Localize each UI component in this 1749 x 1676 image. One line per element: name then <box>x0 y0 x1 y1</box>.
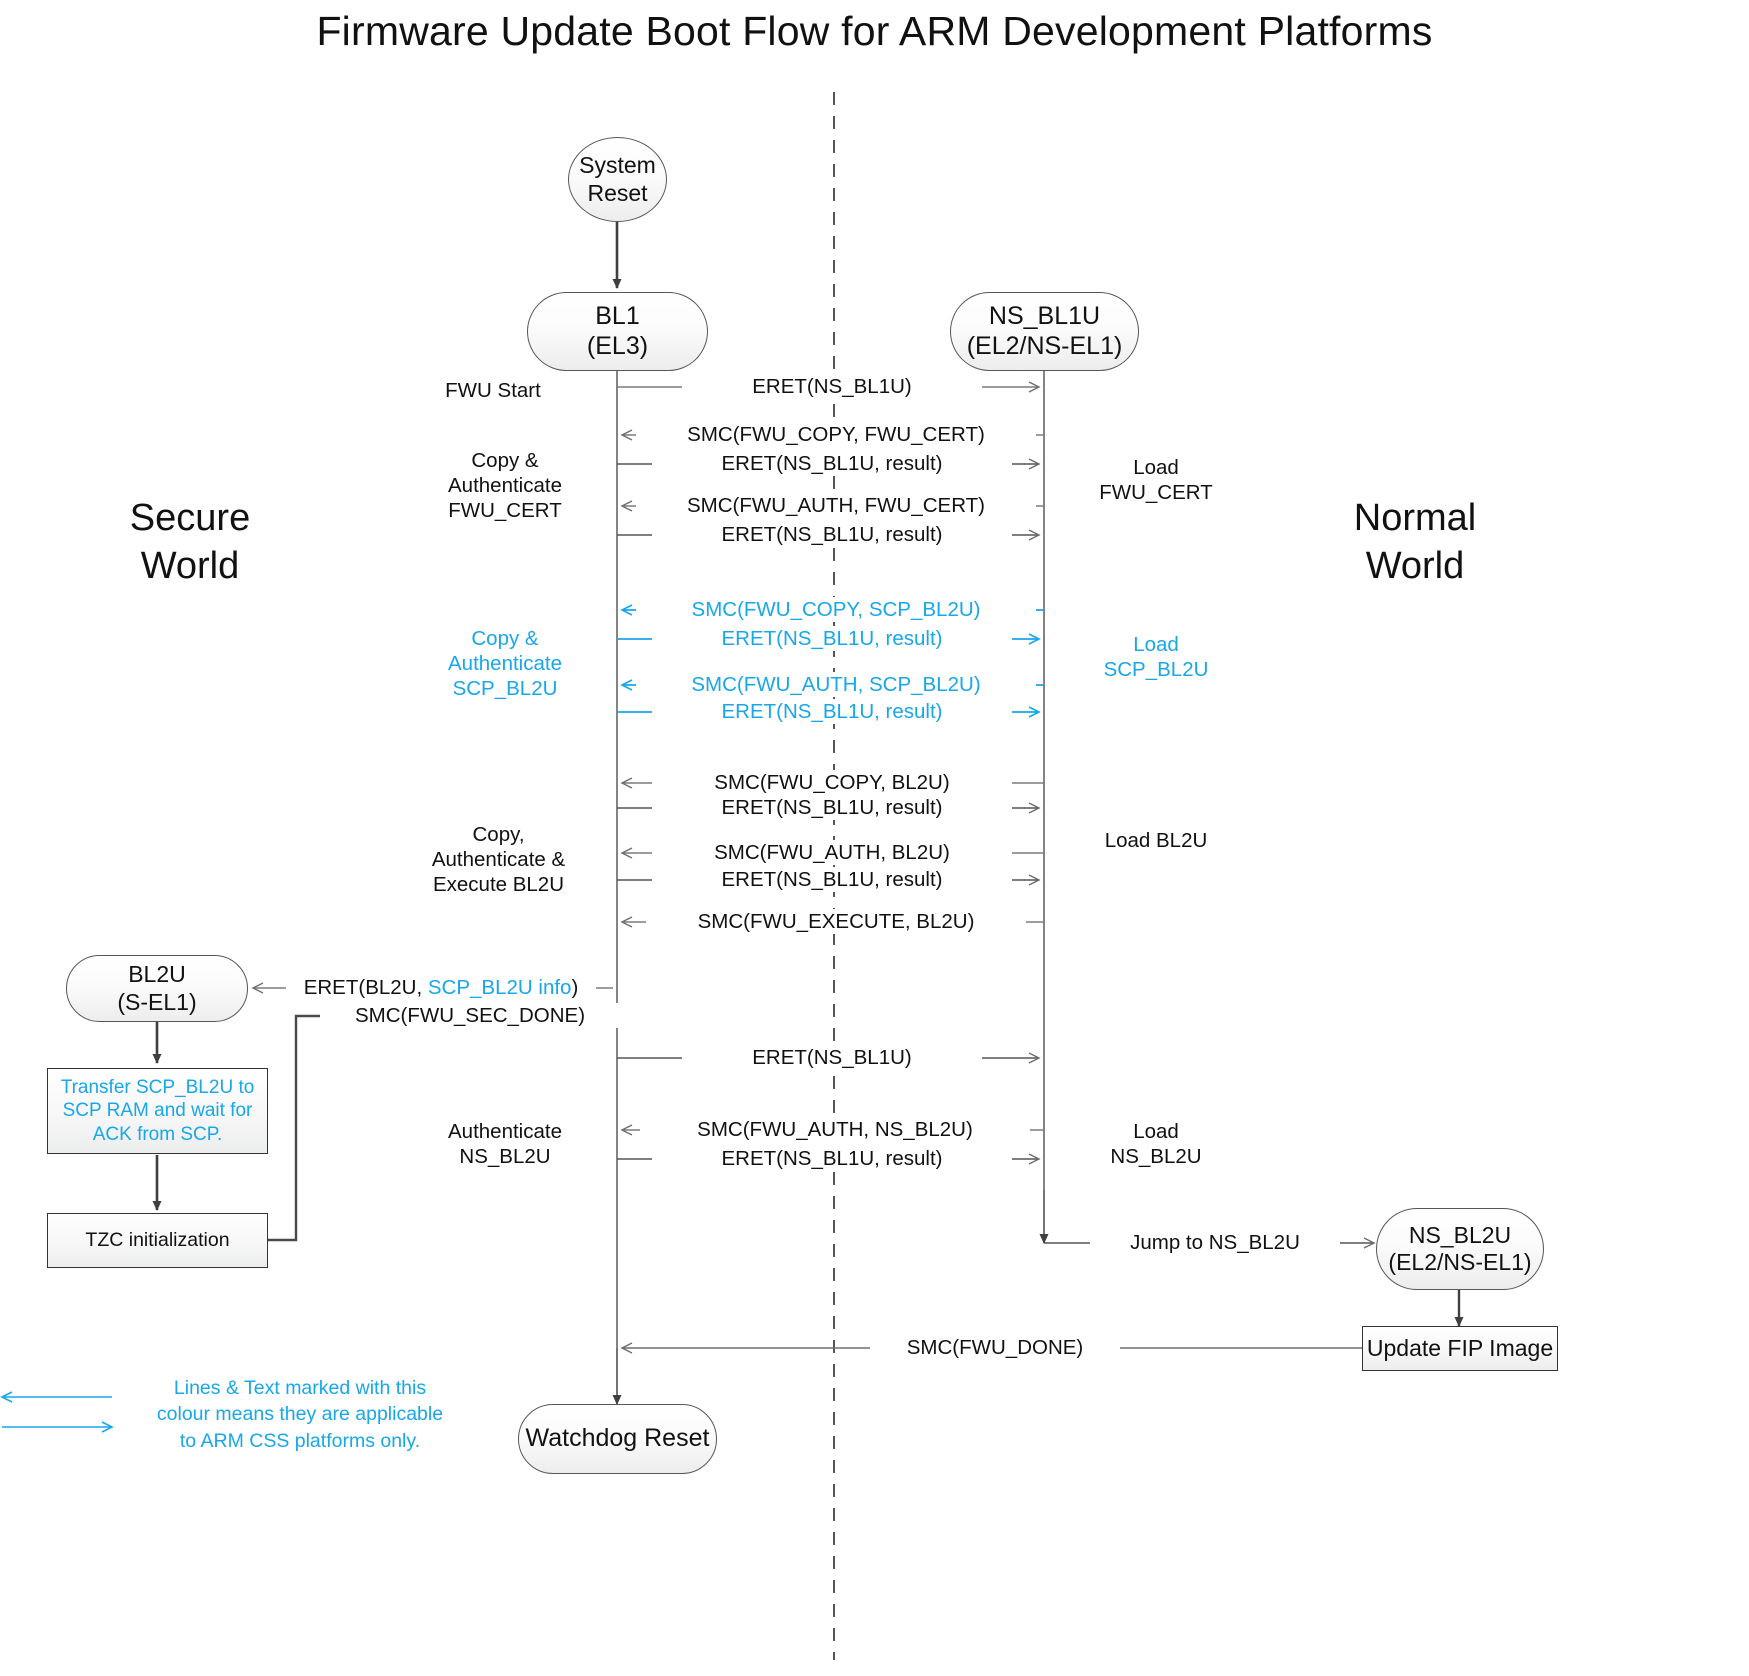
normal-world-label: Normal World <box>1353 497 1477 587</box>
node-bl1-line2: (EL3) <box>586 331 649 360</box>
node-watchdog-reset-line1: Watchdog Reset <box>525 1424 710 1453</box>
side-label-load-scp-bl2u: Load SCP_BL2U <box>1103 633 1209 681</box>
node-bl1[interactable]: BL1 (EL3) <box>527 292 708 371</box>
message-label-eret-result-4: ERET(NS_BL1U, result) <box>652 699 1012 724</box>
message-label-eret-result-3: ERET(NS_BL1U, result) <box>652 626 1012 651</box>
message-label-smc-fwu-auth-bl2u: SMC(FWU_AUTH, BL2U) <box>652 840 1012 865</box>
message-label-smc-fwu-auth-ns-bl2u: SMC(FWU_AUTH, NS_BL2U) <box>640 1117 1030 1142</box>
message-label-smc-fwu-done: SMC(FWU_DONE) <box>870 1335 1120 1360</box>
message-label-smc-fwu-copy-scp-bl2u: SMC(FWU_COPY, SCP_BL2U) <box>636 597 1036 622</box>
message-label-smc-fwu-copy-fwu-cert: SMC(FWU_COPY, FWU_CERT) <box>636 422 1036 447</box>
node-update-fip-image[interactable]: Update FIP Image <box>1362 1326 1558 1371</box>
side-label-copy-authenticate-execute-bl2u: Copy, Authenticate & Execute BL2U <box>431 823 566 896</box>
message-label-eret-ns-bl1u-2: ERET(NS_BL1U) <box>682 1045 982 1070</box>
message-label-smc-fwu-sec-done: SMC(FWU_SEC_DONE) <box>320 1003 620 1028</box>
message-label-eret-result-1: ERET(NS_BL1U, result) <box>652 451 1012 476</box>
message-label-eret-bl2u-part1: ERET(BL2U, <box>303 976 428 999</box>
message-label-eret-result-5: ERET(NS_BL1U, result) <box>652 795 1012 820</box>
message-label-eret-result-7: ERET(NS_BL1U, result) <box>652 1146 1012 1171</box>
node-watchdog-reset[interactable]: Watchdog Reset <box>518 1404 717 1474</box>
message-label-jump-to-ns-bl2u: Jump to NS_BL2U <box>1090 1230 1340 1255</box>
node-ns-bl2u[interactable]: NS_BL2U (EL2/NS-EL1) <box>1376 1208 1544 1290</box>
side-label-fwu-start: FWU Start <box>445 379 541 402</box>
side-label-authenticate-ns-bl2u: Authenticate NS_BL2U <box>448 1120 562 1168</box>
node-update-fip-image-text: Update FIP Image <box>1366 1334 1554 1361</box>
node-system-reset-line2: Reset <box>587 179 648 206</box>
message-label-eret-bl2u-part3: ) <box>571 976 579 999</box>
side-label-copy-authenticate-scp-bl2u: Copy & Authenticate SCP_BL2U <box>448 627 562 700</box>
message-label-smc-fwu-execute-bl2u: SMC(FWU_EXECUTE, BL2U) <box>646 909 1026 934</box>
node-bl1-line1: BL1 <box>595 302 640 330</box>
secure-world-label: Secure World <box>129 497 251 587</box>
node-ns-bl1u[interactable]: NS_BL1U (EL2/NS-EL1) <box>950 292 1139 371</box>
side-label-load-bl2u: Load BL2U <box>1104 829 1208 852</box>
node-ns-bl2u-line1: NS_BL2U <box>1408 1221 1512 1248</box>
node-ns-bl1u-line1: NS_BL1U <box>988 302 1101 330</box>
node-system-reset[interactable]: System Reset <box>568 137 667 222</box>
page-title: Firmware Update Boot Flow for ARM Develo… <box>316 8 1433 54</box>
message-label-scp-bl2u-info: SCP_BL2U info <box>427 976 572 999</box>
node-bl2u[interactable]: BL2U (S-EL1) <box>66 955 248 1022</box>
node-bl2u-line2: (S-EL1) <box>117 988 197 1015</box>
message-label-eret-result-6: ERET(NS_BL1U, result) <box>652 867 1012 892</box>
node-tzc-initialization[interactable]: TZC initialization <box>47 1213 268 1268</box>
message-label-eret-bl2u-scp-info: ERET(BL2U, SCP_BL2U info) <box>286 975 596 1000</box>
node-bl2u-line1: BL2U <box>128 961 186 988</box>
legend-text: Lines & Text marked with this colour mea… <box>156 1377 444 1452</box>
message-label-smc-fwu-copy-bl2u: SMC(FWU_COPY, BL2U) <box>652 770 1012 795</box>
side-label-load-fwu-cert: Load FWU_CERT <box>1099 456 1213 504</box>
node-ns-bl2u-line2: (EL2/NS-EL1) <box>1388 1249 1532 1275</box>
node-transfer-scp-bl2u-text: Transfer SCP_BL2U to SCP RAM and wait fo… <box>60 1077 255 1145</box>
node-ns-bl1u-line2: (EL2/NS-EL1) <box>966 331 1123 360</box>
node-transfer-scp-bl2u[interactable]: Transfer SCP_BL2U to SCP RAM and wait fo… <box>47 1068 268 1154</box>
side-label-load-ns-bl2u: Load NS_BL2U <box>1110 1120 1202 1168</box>
message-label-eret-ns-bl1u-1: ERET(NS_BL1U) <box>682 374 982 399</box>
message-label-smc-fwu-auth-fwu-cert: SMC(FWU_AUTH, FWU_CERT) <box>636 493 1036 518</box>
node-system-reset-line1: System <box>579 152 656 179</box>
message-label-eret-result-2: ERET(NS_BL1U, result) <box>652 522 1012 547</box>
message-label-smc-fwu-auth-scp-bl2u: SMC(FWU_AUTH, SCP_BL2U) <box>636 672 1036 697</box>
side-label-copy-authenticate-fwu-cert: Copy & Authenticate FWU_CERT <box>448 449 562 522</box>
node-tzc-initialization-text: TZC initialization <box>85 1229 230 1251</box>
